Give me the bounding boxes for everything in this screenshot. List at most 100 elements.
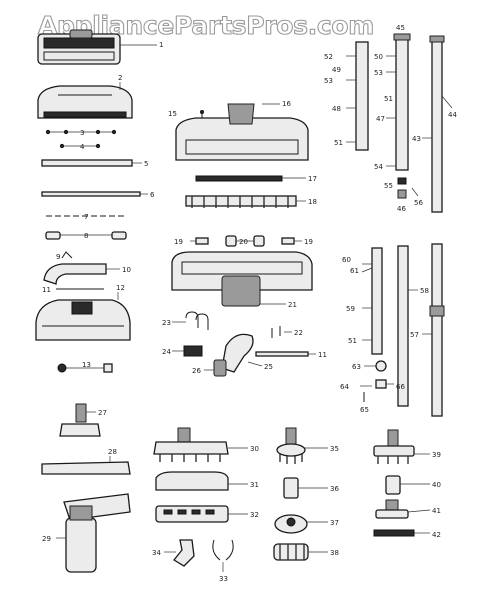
- label-33: 33: [219, 575, 228, 583]
- label-64: 64: [340, 383, 349, 391]
- part-22-screws: [271, 326, 292, 338]
- label-37: 37: [330, 519, 339, 527]
- part-2-nozzle-base: [37, 82, 133, 119]
- label-10: 10: [122, 266, 131, 274]
- label-56: 56: [414, 199, 423, 207]
- part-6-rod: [41, 191, 148, 197]
- part-28-crevice-tool: [41, 456, 131, 475]
- part-48-wand: [346, 41, 369, 151]
- label-11a: 11: [42, 286, 51, 294]
- label-29: 29: [42, 535, 51, 543]
- label-47: 47: [376, 115, 385, 123]
- part-11-rod: [255, 351, 316, 357]
- label-45: 45: [396, 24, 405, 32]
- part-16-nozzle-top: [175, 103, 309, 161]
- part-47-wand: [386, 33, 419, 199]
- label-38: 38: [330, 549, 339, 557]
- label-54: 54: [374, 163, 383, 171]
- label-43: 43: [412, 135, 421, 143]
- label-6: 6: [150, 191, 155, 199]
- label-53b: 53: [374, 69, 383, 77]
- part-27-upholstery-tool: [59, 403, 101, 437]
- label-39: 39: [432, 451, 441, 459]
- label-25: 25: [264, 363, 273, 371]
- part-41-brush-holder: [375, 499, 431, 519]
- label-16: 16: [282, 100, 291, 108]
- label-40: 40: [432, 481, 441, 489]
- part-25-26-swivel-neck: [204, 333, 263, 377]
- label-51b: 51: [384, 95, 393, 103]
- label-15: 15: [168, 110, 177, 118]
- label-36: 36: [330, 485, 339, 493]
- label-60: 60: [342, 256, 351, 264]
- label-22: 22: [294, 329, 303, 337]
- part-64-65-66-clip: [360, 379, 394, 402]
- label-49: 49: [332, 66, 341, 74]
- part-63-cap: [364, 360, 387, 372]
- part-39-shelf-brush: [373, 429, 430, 464]
- label-30: 30: [250, 445, 259, 453]
- label-44: 44: [448, 111, 457, 119]
- part-5-strip: [41, 159, 142, 167]
- label-61: 61: [350, 267, 359, 275]
- label-21: 21: [288, 301, 297, 309]
- label-20: 20: [239, 238, 248, 246]
- label-65: 65: [360, 406, 369, 414]
- label-55: 55: [384, 182, 393, 190]
- part-36-adapter: [283, 477, 328, 499]
- label-23: 23: [162, 319, 171, 327]
- part-9-clip: [61, 251, 73, 259]
- part-18-brush-roll: [185, 195, 306, 208]
- label-58: 58: [420, 287, 429, 295]
- part-38-round-brush: [273, 543, 328, 561]
- part-13-wheels: [57, 363, 113, 373]
- label-59: 59: [346, 305, 355, 313]
- part-8-bushings: [45, 231, 127, 240]
- label-4: 4: [80, 143, 85, 151]
- label-19b: 19: [304, 238, 313, 246]
- part-33-clips: [212, 539, 234, 572]
- part-1-nozzle-cover: [37, 29, 157, 65]
- label-24: 24: [162, 348, 171, 356]
- part-30-floor-brush: [153, 427, 248, 462]
- label-52: 52: [324, 53, 333, 61]
- part-3-4-screws: [45, 129, 117, 149]
- part-34-elbow: [164, 539, 195, 567]
- part-58-wand: [397, 245, 418, 407]
- part-21-base-plate: [171, 251, 313, 307]
- label-12: 12: [116, 284, 125, 292]
- label-13: 13: [82, 361, 91, 369]
- part-19-20-bearings: [190, 235, 302, 247]
- label-19a: 19: [174, 238, 183, 246]
- label-27: 27: [98, 409, 107, 417]
- label-57: 57: [410, 331, 419, 339]
- part-29-dust-cup: [56, 493, 131, 573]
- part-35-dusting-brush: [276, 427, 328, 464]
- label-35: 35: [330, 445, 339, 453]
- label-26: 26: [192, 367, 201, 375]
- part-23-springs: [172, 311, 209, 330]
- part-10-elbow: [43, 263, 120, 285]
- label-34: 34: [152, 549, 161, 557]
- part-32-brush-base: [155, 505, 248, 523]
- part-12-nozzle-housing: [35, 292, 131, 341]
- label-9: 9: [56, 253, 60, 261]
- label-31: 31: [250, 481, 259, 489]
- part-42-strip: [373, 529, 430, 537]
- part-40-coupling: [385, 475, 430, 495]
- label-42: 42: [432, 531, 441, 539]
- label-28: 28: [108, 448, 117, 456]
- label-3: 3: [80, 129, 84, 137]
- label-66: 66: [396, 383, 405, 391]
- label-7: 7: [84, 213, 88, 221]
- label-41: 41: [432, 507, 441, 515]
- label-2: 2: [118, 74, 122, 82]
- part-37-brush-head: [274, 514, 328, 534]
- label-63: 63: [352, 363, 361, 371]
- label-32: 32: [250, 511, 259, 519]
- part-24-block: [172, 345, 203, 357]
- part-57-wand: [422, 243, 445, 417]
- part-17-brush-strip: [195, 175, 306, 182]
- part-31-brush-cover: [155, 471, 248, 491]
